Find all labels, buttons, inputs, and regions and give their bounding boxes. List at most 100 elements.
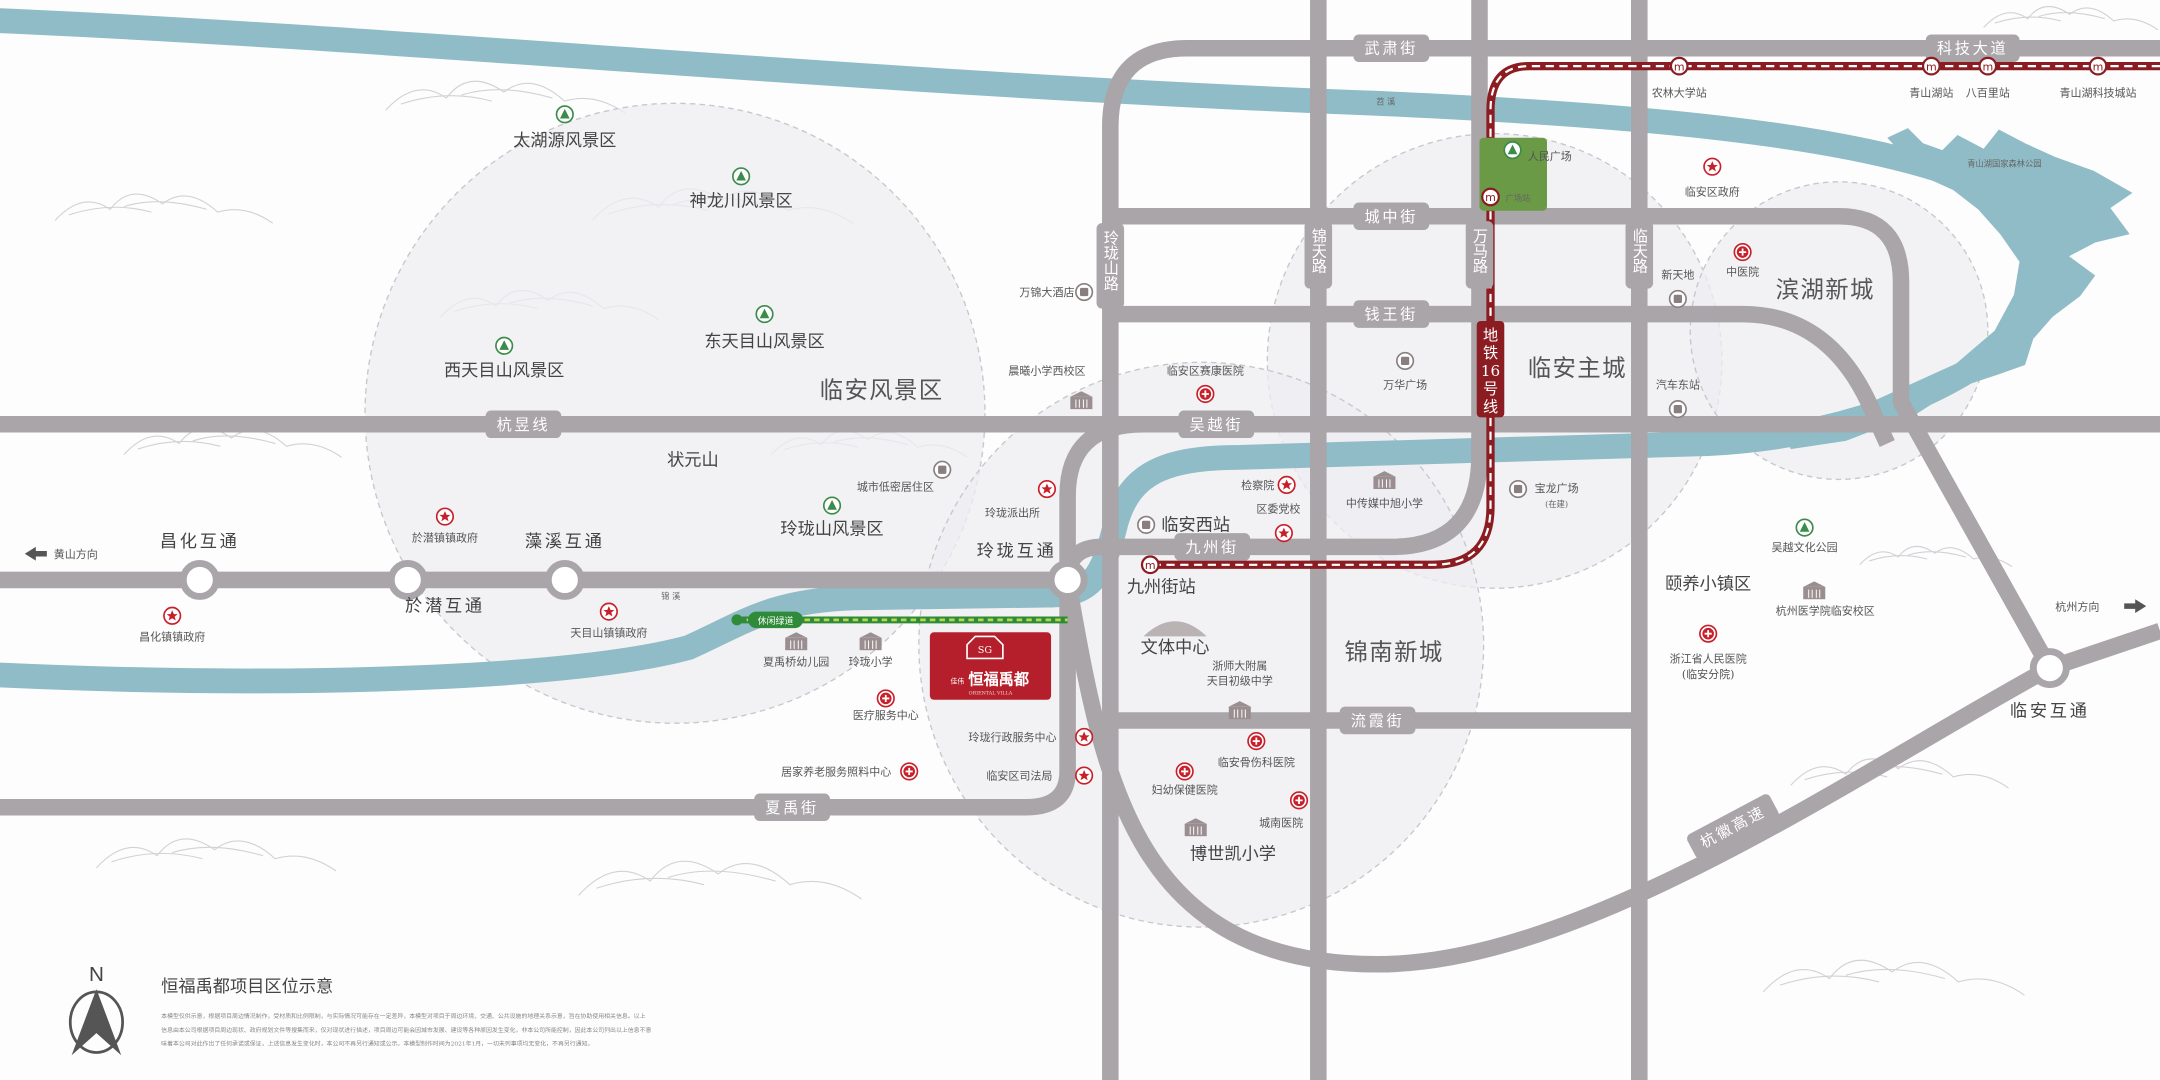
school-icon[interactable] bbox=[1803, 581, 1826, 600]
school-icon[interactable] bbox=[1373, 471, 1396, 490]
metro-label-box bbox=[1476, 320, 1505, 418]
project-brand: 佳伟 bbox=[951, 676, 965, 685]
mall-icon[interactable] bbox=[1075, 282, 1094, 302]
disclaimer-line: 味着本公司对此作出了任何承诺或保证，上述信息发生变化时，本公司不再另行通知或公示… bbox=[161, 1040, 593, 1048]
mall-icon[interactable] bbox=[1508, 479, 1528, 499]
park-icon[interactable] bbox=[555, 105, 574, 124]
road-name: 万马路 bbox=[1470, 228, 1488, 274]
metro-icon[interactable]: m bbox=[1921, 56, 1941, 76]
poi-label: 中传媒中旭小学 bbox=[1346, 496, 1423, 510]
road-linglong-loop bbox=[0, 416, 1144, 816]
metro-icon[interactable]: m bbox=[1978, 56, 1998, 76]
hospital-icon[interactable] bbox=[876, 689, 895, 708]
direction-east-label: 杭州方向 bbox=[2055, 599, 2099, 613]
government-icon[interactable] bbox=[435, 507, 455, 526]
interchange-icon bbox=[1047, 559, 1088, 600]
school-icon[interactable] bbox=[1070, 391, 1093, 410]
hospital-icon[interactable] bbox=[900, 762, 919, 781]
hospital-icon[interactable] bbox=[1247, 732, 1266, 751]
greenway-label: 休闲绿道 bbox=[758, 615, 794, 627]
district-label: 颐养小镇区 bbox=[1665, 575, 1751, 595]
road-label-box bbox=[754, 793, 830, 822]
bus-icon[interactable] bbox=[1668, 400, 1687, 419]
hospital-icon[interactable] bbox=[1699, 624, 1718, 643]
project-marker[interactable]: SG 佳伟 恒福禹都 ORIENTAL VILLA bbox=[929, 632, 1052, 700]
landscape-sketch bbox=[54, 193, 274, 224]
project-box[interactable] bbox=[929, 632, 1052, 700]
road-qianwang bbox=[1110, 305, 1895, 447]
poi-label: 临安区政府 bbox=[1685, 185, 1740, 199]
poi-label: 临安区司法局 bbox=[986, 769, 1052, 783]
park-icon[interactable] bbox=[495, 336, 514, 355]
poi-label: 玲珑派出所 bbox=[985, 506, 1040, 520]
metro-station-label: 青山湖站 bbox=[1909, 85, 1953, 99]
road-name: 夏禹街 bbox=[765, 799, 819, 817]
metro-icon[interactable]: m bbox=[1140, 555, 1160, 575]
park-icon[interactable] bbox=[1795, 518, 1814, 537]
interchange-label: 昌化互通 bbox=[160, 532, 240, 552]
hospital-icon[interactable] bbox=[1196, 384, 1215, 404]
metro-station-label: 青山湖科技城站 bbox=[2059, 85, 2136, 99]
government-icon[interactable] bbox=[1075, 727, 1094, 747]
poi-label: 於潜镇镇政府 bbox=[412, 530, 478, 544]
government-icon[interactable] bbox=[599, 602, 618, 621]
metro-icon[interactable]: m bbox=[1669, 56, 1689, 76]
park-icon[interactable] bbox=[755, 304, 774, 324]
school-icon[interactable] bbox=[785, 632, 808, 651]
scenic-area-label: 太湖源风景区 bbox=[513, 131, 616, 151]
district-label: 滨湖新城 bbox=[1776, 276, 1875, 304]
government-icon[interactable] bbox=[1703, 157, 1722, 176]
district-label: 锦南新城 bbox=[1345, 638, 1444, 666]
poi-label: 吴越文化公园 bbox=[1772, 540, 1838, 554]
road-label: 九州街 bbox=[1174, 533, 1251, 561]
scenic-area-label: 玲珑山风景区 bbox=[780, 519, 883, 539]
metro-icon[interactable]: m bbox=[2088, 56, 2108, 76]
svg-text:m: m bbox=[1982, 60, 1993, 73]
school-icon[interactable] bbox=[859, 632, 882, 651]
poi-note: (在建) bbox=[1545, 499, 1568, 509]
residence-icon[interactable] bbox=[933, 460, 952, 479]
interchange-icon bbox=[544, 559, 585, 600]
government-icon[interactable] bbox=[1274, 524, 1293, 543]
poi-label: 检察院 bbox=[1241, 478, 1274, 492]
road-name: 科技大道 bbox=[1937, 40, 2009, 58]
road-label: 钱王街 bbox=[1353, 300, 1430, 328]
poi-label: 临安区赛康医院 bbox=[1167, 364, 1244, 378]
government-icon[interactable] bbox=[163, 606, 182, 625]
school-icon[interactable] bbox=[1184, 818, 1207, 837]
mall-icon[interactable] bbox=[1668, 289, 1687, 309]
poi-note: 天目初级中学 bbox=[1207, 674, 1273, 688]
road-label: 万马路 bbox=[1465, 221, 1494, 289]
hospital-icon[interactable] bbox=[1175, 762, 1194, 781]
landmark-label: 博世凯小学 bbox=[1190, 845, 1276, 865]
compass-label: N bbox=[89, 963, 104, 986]
lake bbox=[1785, 128, 2133, 450]
park-icon[interactable] bbox=[1503, 141, 1522, 160]
poi-label: 中医院 bbox=[1726, 265, 1759, 279]
stadium-icon bbox=[1143, 621, 1207, 637]
bus-icon[interactable] bbox=[1137, 515, 1156, 534]
school-icon[interactable] bbox=[1228, 701, 1251, 720]
metro-label-char: 号 bbox=[1483, 380, 1498, 398]
disclaimer-line: 本模型仅供示意，根据项目周边情况制作，受材质和比例限制，与实际情况可能存在一定差… bbox=[161, 1012, 645, 1020]
svg-text:m: m bbox=[1926, 60, 1937, 73]
hospital-icon[interactable] bbox=[1289, 791, 1309, 810]
landmark-label: 状元山 bbox=[667, 451, 719, 471]
park-icon[interactable] bbox=[822, 496, 842, 515]
river-north bbox=[0, 8, 1955, 184]
road-hanghui bbox=[1059, 578, 2160, 973]
road-label-box bbox=[1925, 34, 2020, 62]
poi-label: 夏禹桥幼儿园 bbox=[763, 655, 829, 668]
metro-track-dash bbox=[1150, 65, 2160, 566]
mall-icon[interactable] bbox=[1396, 351, 1415, 371]
park-icon[interactable] bbox=[732, 167, 751, 186]
road-label-box bbox=[1339, 706, 1416, 735]
hospital-icon[interactable] bbox=[1733, 243, 1752, 262]
government-icon[interactable] bbox=[1037, 479, 1057, 499]
road-name: 吴越街 bbox=[1190, 416, 1244, 434]
metro-icon[interactable]: m bbox=[1481, 187, 1500, 207]
government-icon[interactable] bbox=[1277, 475, 1296, 494]
disclaimer-line: 信息由本公司根据项目周边现状、政府规划文件等搜集而来，仅对现状进行描述，项目周边… bbox=[161, 1026, 651, 1034]
government-icon[interactable] bbox=[1075, 766, 1094, 785]
road-label-box bbox=[1096, 223, 1125, 309]
